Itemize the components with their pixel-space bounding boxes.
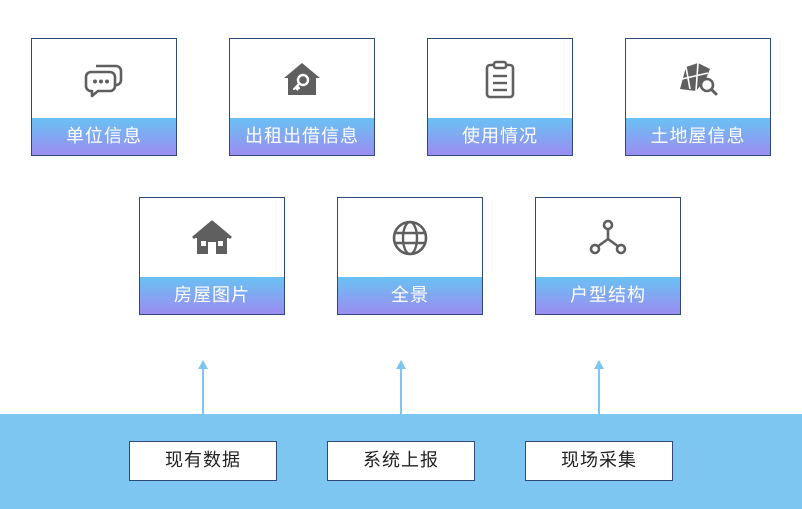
network-nodes-icon	[536, 198, 680, 278]
card-house-photos[interactable]: 房屋图片	[139, 197, 285, 315]
card-label: 户型结构	[536, 277, 680, 314]
house-icon	[140, 198, 284, 278]
house-key-icon	[230, 39, 374, 119]
card-label: 全景	[338, 277, 482, 314]
card-panorama[interactable]: 全景	[337, 197, 483, 315]
card-label: 房屋图片	[140, 277, 284, 314]
card-label: 单位信息	[32, 118, 176, 155]
card-label: 使用情况	[428, 118, 572, 155]
source-field-collection[interactable]: 现场采集	[525, 441, 673, 481]
globe-icon	[338, 198, 482, 278]
arrow-up-2	[396, 360, 406, 414]
card-usage[interactable]: 使用情况	[427, 38, 573, 156]
card-rental-info[interactable]: 出租出借信息	[229, 38, 375, 156]
source-existing-data[interactable]: 现有数据	[129, 441, 277, 481]
card-label: 出租出借信息	[230, 118, 374, 155]
card-label: 土地屋信息	[626, 118, 770, 155]
clipboard-icon	[428, 39, 572, 119]
map-search-icon	[626, 39, 770, 119]
arrow-up-3	[594, 360, 604, 414]
card-land-building[interactable]: 土地屋信息	[625, 38, 771, 156]
chat-bubbles-icon	[32, 39, 176, 119]
arrow-up-1	[198, 360, 208, 414]
card-floor-plan[interactable]: 户型结构	[535, 197, 681, 315]
card-unit-info[interactable]: 单位信息	[31, 38, 177, 156]
source-system-report[interactable]: 系统上报	[327, 441, 475, 481]
